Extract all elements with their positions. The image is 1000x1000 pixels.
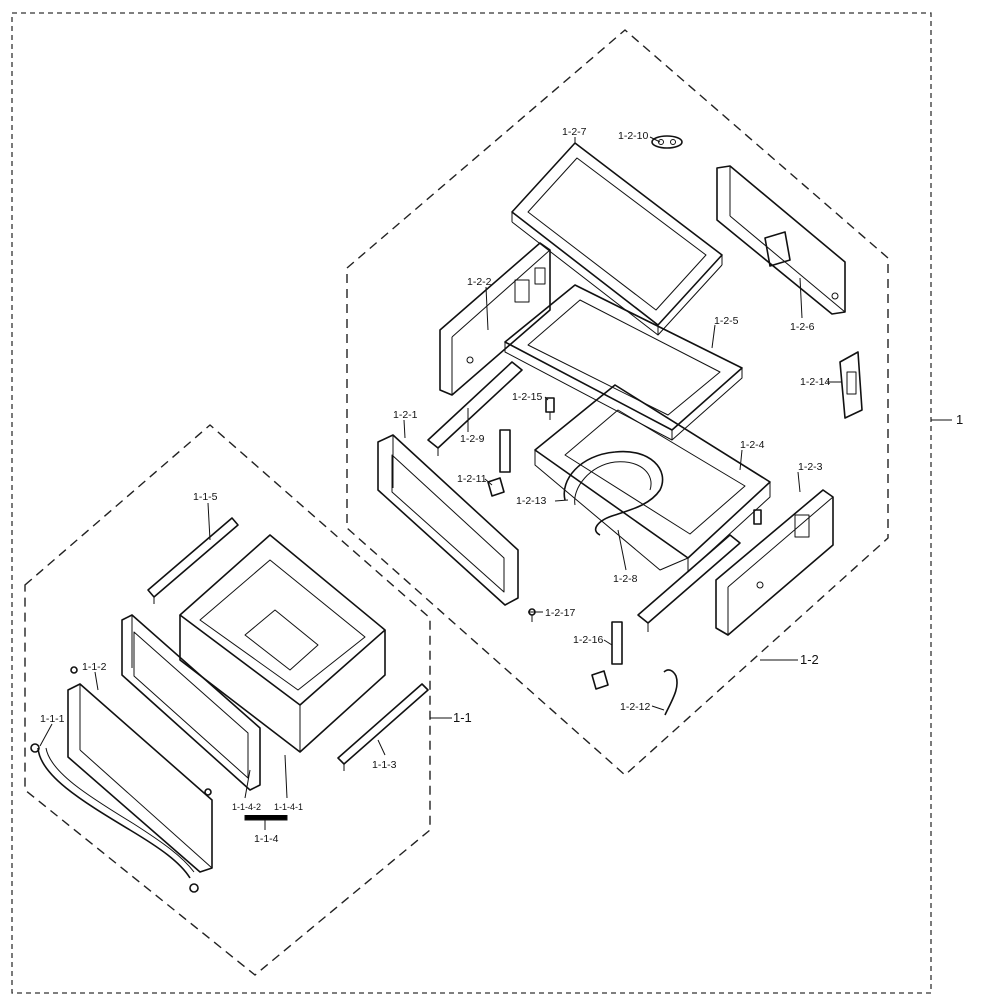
part-right-rail bbox=[637, 534, 741, 632]
part-1-2-1-front-frame bbox=[377, 434, 519, 606]
leader-lines bbox=[39, 136, 842, 830]
label-1-2-3: 1-2-3 bbox=[798, 461, 823, 473]
label-1-2-15: 1-2-15 bbox=[512, 391, 543, 403]
group-1-1-label: 1-1 bbox=[453, 710, 472, 725]
label-1-2-1: 1-2-1 bbox=[393, 409, 418, 421]
label-1-2-11: 1-2-11 bbox=[457, 473, 487, 485]
part-1-2-3-right-side bbox=[715, 489, 834, 636]
group-1-1-boundary bbox=[24, 424, 431, 976]
part-1-1-1-handle bbox=[30, 743, 199, 893]
label-1-1-5: 1-1-5 bbox=[193, 491, 218, 503]
label-1-2-13: 1-2-13 bbox=[516, 495, 547, 507]
label-1-2-7: 1-2-7 bbox=[562, 126, 587, 138]
part-1-2-9-rail bbox=[427, 361, 523, 456]
part-1-2-13-heating-element bbox=[563, 450, 664, 536]
label-1-1-1: 1-1-1 bbox=[40, 713, 65, 725]
part-1-2-7-top-frame bbox=[511, 142, 723, 336]
part-1-2-2-left-side bbox=[439, 242, 551, 396]
label-1-1-2: 1-1-2 bbox=[82, 661, 107, 673]
part-1-2-14-bracket bbox=[839, 351, 863, 419]
part-drawer-box bbox=[179, 534, 386, 753]
part-1-1-3-drawer-rail bbox=[337, 683, 429, 771]
label-1-2-14: 1-2-14 bbox=[800, 376, 831, 388]
outer-boundary bbox=[11, 12, 932, 994]
part-1-1-4-front-frame bbox=[121, 614, 261, 791]
part-1-2-6-rear-panel bbox=[716, 165, 846, 315]
part-1-2-5-cavity-top bbox=[504, 284, 743, 441]
group-1-2-boundary bbox=[346, 29, 889, 776]
part-small-clip-left bbox=[70, 666, 78, 674]
label-1-1-4: 1-1-4 bbox=[254, 833, 279, 845]
label-1-2-16: 1-2-16 bbox=[573, 634, 604, 646]
part-1-2-17-screw bbox=[528, 608, 536, 622]
label-1-2-8: 1-2-8 bbox=[613, 573, 638, 585]
label-1-2-10: 1-2-10 bbox=[618, 130, 649, 142]
label-1-2-17: 1-2-17 bbox=[545, 607, 576, 619]
label-1-1-3: 1-1-3 bbox=[372, 759, 397, 771]
label-1-2-2: 1-2-2 bbox=[467, 276, 492, 288]
part-small-clip-right bbox=[204, 788, 212, 796]
part-1-2-4-cavity-bottom bbox=[534, 384, 771, 573]
label-1-1-4-1: 1-1-4-1 bbox=[274, 802, 303, 812]
label-1-2-5: 1-2-5 bbox=[714, 315, 739, 327]
part-1-2-11-hinge bbox=[487, 429, 511, 497]
part-1-1-2-front-panel bbox=[67, 683, 213, 873]
label-1-2-9: 1-2-9 bbox=[460, 433, 485, 445]
assembly-1-label: 1 bbox=[956, 412, 963, 427]
label-1-2-4: 1-2-4 bbox=[740, 439, 765, 451]
part-1-1-5-side-rail bbox=[147, 517, 239, 604]
part-screw-right bbox=[753, 509, 762, 525]
part-1-2-15-clip bbox=[545, 397, 555, 420]
part-1-2-16-hinge bbox=[591, 621, 623, 690]
label-1-2-6: 1-2-6 bbox=[790, 321, 815, 333]
part-1-2-12-wire bbox=[663, 669, 678, 716]
label-1-2-12: 1-2-12 bbox=[620, 701, 651, 713]
label-1-1-4-2: 1-1-4-2 bbox=[232, 802, 261, 812]
part-1-2-10-bracket bbox=[651, 135, 683, 149]
group-1-2-label: 1-2 bbox=[800, 652, 819, 667]
